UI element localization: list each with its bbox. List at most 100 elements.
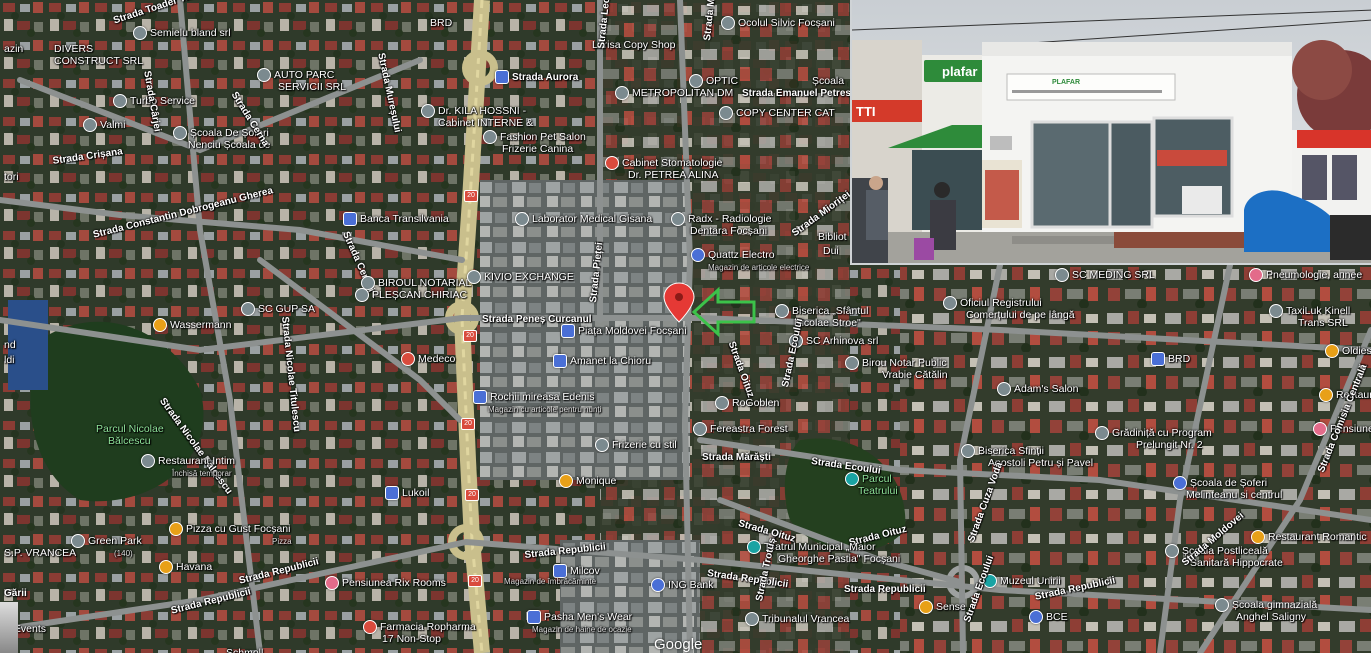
place-label[interactable]: Vrabie Cătălin (882, 369, 948, 381)
place-label[interactable]: Turbo Service (130, 95, 195, 107)
place-label[interactable]: Radx - Radiologie (688, 213, 772, 225)
place-marker-icon[interactable] (1249, 268, 1263, 282)
place-marker-icon[interactable] (421, 104, 435, 118)
place-marker-icon[interactable] (71, 534, 85, 548)
place-label[interactable]: Adam's Salon (1014, 383, 1079, 395)
place-marker-icon[interactable] (257, 68, 271, 82)
place-label[interactable]: Dr. KILA HOSSNI - (438, 105, 527, 117)
place-marker-icon[interactable] (721, 16, 735, 30)
place-marker-icon[interactable] (997, 382, 1011, 396)
place-label[interactable]: & Events (4, 623, 47, 635)
place-label[interactable]: Pasha Men's Wear (544, 611, 633, 623)
place-marker-icon[interactable] (715, 396, 729, 410)
park-label[interactable]: Parcul Nicolae (96, 423, 164, 435)
place-label[interactable]: S.P. VRANCEA (4, 547, 77, 559)
place-marker-icon[interactable] (515, 212, 529, 226)
place-label[interactable]: Nenciu Școala de (188, 139, 271, 151)
park-label[interactable]: Bălcescu (108, 435, 151, 447)
place-label[interactable]: Pensiunea Rix Rooms (342, 577, 446, 589)
place-marker-icon[interactable] (943, 296, 957, 310)
place-marker-icon[interactable] (691, 248, 705, 262)
place-marker-icon[interactable] (689, 74, 703, 88)
place-label[interactable]: tori (4, 171, 19, 183)
place-label[interactable]: Școala (812, 75, 845, 87)
place-label[interactable]: Rochii mireasa Edenis (490, 391, 595, 403)
place-label[interactable]: Green Park (88, 535, 142, 547)
place-label[interactable]: Școala gimnazială (1232, 599, 1318, 611)
place-marker-icon[interactable] (983, 574, 997, 588)
place-label[interactable]: CONSTRUCT SRL (54, 55, 144, 67)
place-label[interactable]: BRD (1168, 353, 1191, 365)
place-label[interactable]: Monique (576, 475, 617, 487)
place-marker-icon[interactable] (919, 600, 933, 614)
place-label[interactable]: Larisa Copy Shop (592, 39, 676, 51)
place-label[interactable]: Piața Moldovei Focșani (578, 325, 687, 337)
place-label[interactable]: BRD (430, 17, 453, 29)
place-label[interactable]: RoGoblen (732, 397, 780, 409)
place-label[interactable]: Pizza cu Gust Focșani (186, 523, 291, 535)
place-label[interactable]: ldi (4, 354, 15, 366)
place-marker-icon[interactable] (1165, 544, 1179, 558)
park-label[interactable]: Teatrului (858, 485, 898, 497)
place-label[interactable]: Apostoli Petru și Pavel (988, 457, 1094, 469)
place-marker-icon[interactable] (845, 472, 859, 486)
place-label[interactable]: AUTO PARC (274, 69, 335, 81)
place-marker-icon[interactable] (1055, 268, 1069, 282)
place-label[interactable]: Sense (936, 601, 966, 613)
place-marker-icon[interactable] (553, 354, 567, 368)
place-marker-icon[interactable] (361, 276, 375, 290)
place-label[interactable]: Fereastra Forest (710, 423, 788, 435)
place-marker-icon[interactable] (401, 352, 415, 366)
place-label[interactable]: BCE (1046, 611, 1068, 623)
place-label[interactable]: Schmoll (226, 647, 264, 653)
place-label[interactable]: Amanet la Chioru (570, 355, 652, 367)
place-label[interactable]: BIROUL NOTARIAL (378, 277, 472, 289)
place-marker-icon[interactable] (1319, 388, 1333, 402)
place-label[interactable]: Cabinet INTERNE & (438, 117, 534, 129)
place-label[interactable]: DIVERS (54, 43, 94, 55)
place-label[interactable]: PLEȘCAN CHIRIAC (372, 289, 468, 301)
place-marker-icon[interactable] (241, 302, 255, 316)
place-label[interactable]: Milcov (570, 565, 600, 577)
place-marker-icon[interactable] (153, 318, 167, 332)
place-marker-icon[interactable] (693, 422, 707, 436)
place-marker-icon[interactable] (1095, 426, 1109, 440)
place-label[interactable]: Frizerie Canina (502, 143, 574, 155)
place-marker-icon[interactable] (747, 540, 761, 554)
place-marker-icon[interactable] (651, 578, 665, 592)
place-label[interactable]: Fashion Pet Salon (500, 131, 586, 143)
place-label[interactable]: Gheorghe Pastia" Focșani (778, 553, 901, 565)
place-label[interactable]: Oldies Pub & Lounge (1342, 345, 1371, 357)
place-marker-icon[interactable] (363, 620, 377, 634)
place-label[interactable]: Sanitară Hippocrate (1190, 557, 1283, 569)
park-label[interactable]: Parcul (862, 473, 892, 485)
place-marker-icon[interactable] (719, 106, 733, 120)
place-marker-icon[interactable] (1313, 422, 1327, 436)
place-label[interactable]: Medeco (418, 353, 456, 365)
place-label[interactable]: Prelungit Nr. 2 (1136, 439, 1203, 451)
place-label[interactable]: Pensiunea Oscar (1330, 423, 1371, 435)
place-label[interactable]: Semielu bland srl (150, 27, 231, 39)
place-label[interactable]: Dentara Focșani (690, 225, 768, 237)
place-marker-icon[interactable] (467, 270, 481, 284)
place-marker-icon[interactable] (1173, 476, 1187, 490)
place-label[interactable]: Trans SRL (1298, 317, 1348, 329)
place-marker-icon[interactable] (1029, 610, 1043, 624)
place-label[interactable]: COPY CENTER CAT (736, 107, 835, 119)
place-label[interactable]: azin (4, 43, 24, 55)
place-label[interactable]: KIVIO EXCHANGE (484, 271, 574, 283)
target-location-pin[interactable] (663, 282, 695, 323)
place-marker-icon[interactable] (845, 356, 859, 370)
place-label[interactable]: Anghel Saligny (1236, 611, 1307, 623)
place-label[interactable]: Restaurant Intim (158, 455, 236, 467)
place-label[interactable]: Banca Transilvania (360, 213, 449, 225)
place-marker-icon[interactable] (1325, 344, 1339, 358)
place-label[interactable]: Restaurant Oscar (1336, 389, 1371, 401)
place-marker-icon[interactable] (159, 560, 173, 574)
place-marker-icon[interactable] (83, 118, 97, 132)
place-label[interactable]: Quattz Electro (708, 249, 775, 261)
place-label[interactable]: Grădiniță cu Program (1112, 427, 1212, 439)
place-label[interactable]: Muzeul Unirii (1000, 575, 1061, 587)
place-marker-icon[interactable] (173, 126, 187, 140)
place-marker-icon[interactable] (671, 212, 685, 226)
